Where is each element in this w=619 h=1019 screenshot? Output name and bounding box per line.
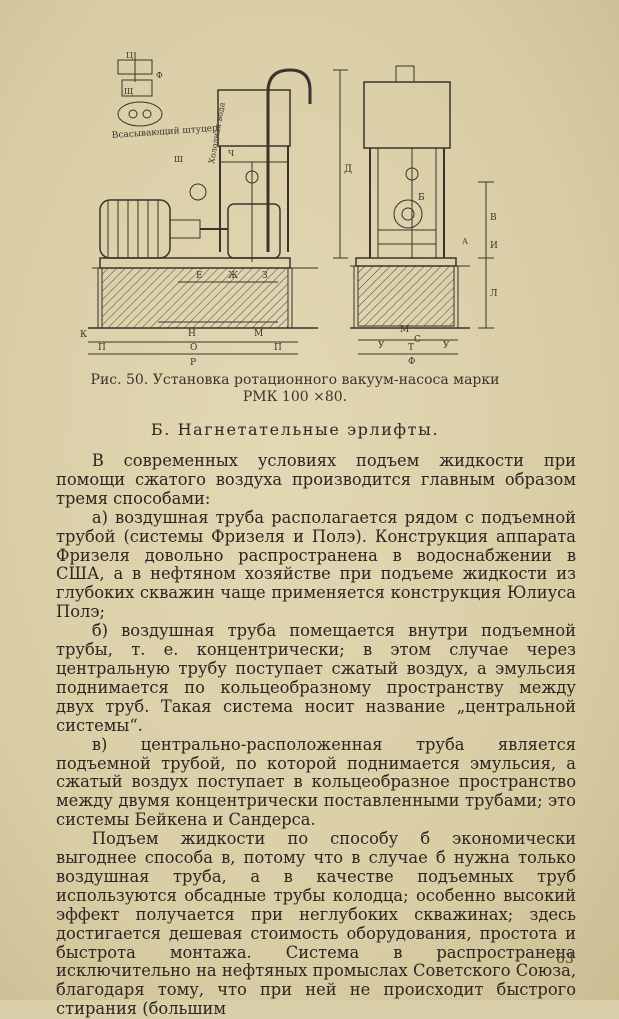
dim-label-f-bottom: Ф bbox=[408, 357, 415, 367]
dim-label-t: Т bbox=[408, 343, 414, 353]
water-tank-left bbox=[217, 89, 291, 147]
pump-end-view bbox=[393, 199, 423, 229]
water-pipe bbox=[266, 68, 312, 252]
water-tank-right bbox=[363, 81, 451, 149]
dim-label-n: Н bbox=[188, 329, 196, 339]
technical-drawing-svg: Всасывающий штуцер Холодная вода Д Е Ж З… bbox=[80, 51, 498, 368]
dim-label-k: К bbox=[80, 330, 87, 340]
paragraph-method-c: в) центрально-расположенная труба являет… bbox=[56, 734, 576, 830]
dim-label-sh: Ш bbox=[174, 155, 183, 164]
pump-installation-drawing: Всасывающий штуцер Холодная вода Д Е Ж З… bbox=[78, 51, 508, 372]
caption-line-1: Рис. 50. Установка ротационного вакуум-н… bbox=[90, 372, 500, 388]
dim-label-v: В bbox=[490, 213, 497, 223]
dim-label-f-detail: Ф bbox=[156, 71, 163, 80]
dim-label-u-left: У bbox=[378, 341, 385, 351]
figure-caption: Рис. 50. Установка ротационного вакуум-н… bbox=[60, 372, 530, 406]
dim-label-b: Б bbox=[418, 193, 425, 203]
dim-label-l: Л bbox=[490, 289, 498, 299]
body-text: В современных условиях подъем жидкости п… bbox=[56, 451, 576, 1019]
dim-label-ch: Ч bbox=[228, 149, 234, 158]
dim-label-zh: Ж bbox=[228, 271, 238, 281]
dim-label-i: И bbox=[490, 241, 498, 251]
foundation-left bbox=[101, 267, 289, 329]
section-heading: Б. Нагнетательные эрлифты. bbox=[150, 420, 440, 439]
intake-flange bbox=[117, 101, 163, 127]
dim-label-r: Р bbox=[190, 358, 196, 368]
dim-label-shch: Щ bbox=[124, 87, 133, 96]
dim-label-a: А bbox=[462, 237, 468, 246]
dim-label-e: Е bbox=[196, 271, 203, 281]
dim-label-p-left: П bbox=[98, 343, 106, 353]
dim-label-z: З bbox=[262, 271, 268, 281]
dim-label-d: Д bbox=[344, 164, 352, 175]
paragraph-method-b: б) воздушная труба помещается внутри под… bbox=[56, 621, 576, 735]
dim-label-o: О bbox=[190, 343, 197, 353]
dim-label-m-left: М bbox=[254, 329, 263, 339]
page-number: 63 bbox=[556, 951, 574, 967]
dim-label-m-right: М bbox=[400, 325, 409, 335]
caption-line-2: РМК 100 ×80. bbox=[242, 389, 348, 405]
pump-base bbox=[99, 257, 291, 269]
foundation-right bbox=[357, 265, 455, 327]
electric-motor bbox=[99, 199, 171, 259]
intake-label: Всасывающий штуцер bbox=[112, 124, 219, 141]
dim-label-u-right: У bbox=[443, 341, 450, 351]
paragraph-intro: В современных условиях подъем жидкости п… bbox=[56, 451, 576, 508]
dim-label-c: С bbox=[414, 335, 421, 345]
rotary-pump bbox=[227, 203, 281, 259]
paragraph-comparison: Подъем жидкости по способу б экономическ… bbox=[56, 829, 576, 1019]
detail-clamp bbox=[121, 79, 153, 97]
dim-label-p-right: П bbox=[274, 343, 282, 353]
dim-label-ts: Ц bbox=[126, 52, 133, 60]
paragraph-method-a: а) воздушная труба располагается рядом с… bbox=[56, 507, 576, 622]
